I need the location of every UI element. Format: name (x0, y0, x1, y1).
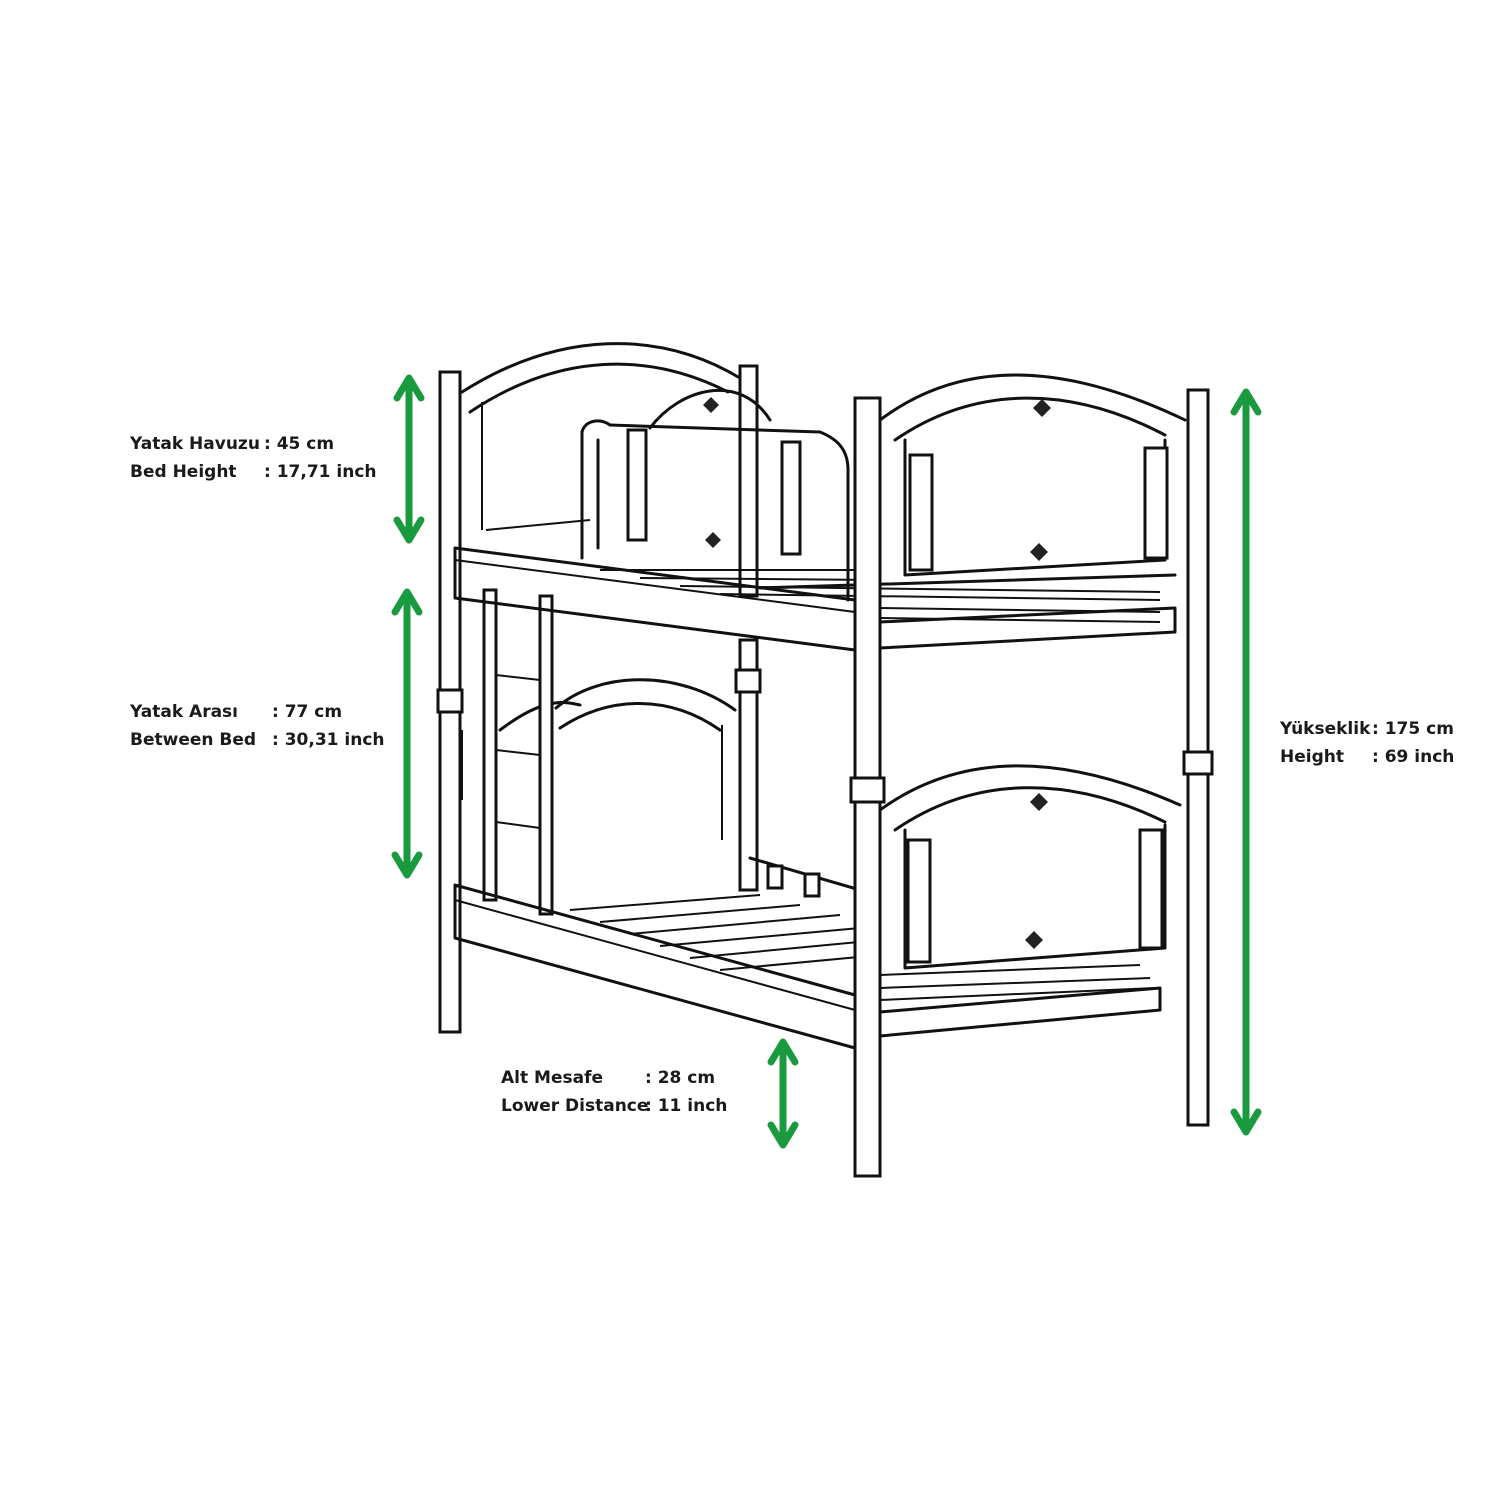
lower-end-rail (878, 986, 1162, 1038)
lower-side-rail-line (454, 899, 856, 1011)
upper-back-rail (758, 573, 1177, 590)
between-bed-en-value: : 30,31 inch (272, 730, 385, 750)
bed-height-tr-value: : 45 cm (264, 434, 335, 454)
rail-bracket (766, 864, 784, 890)
back-right-post-bottom (738, 638, 759, 892)
lower-back-arch-inner (558, 702, 722, 732)
total-height-arrow-head-bottom (1230, 1108, 1262, 1136)
upper-right-slotted-bar-right (1143, 446, 1169, 560)
bed-height-en-label: Bed Height (130, 462, 237, 482)
upper-back-arch-inner (468, 362, 730, 414)
total-height-tr-label: Yükseklik (1280, 719, 1371, 739)
between-bed-arrow-head-top (391, 588, 423, 616)
total-height-en-value: : 69 inch (1372, 747, 1455, 767)
collar (1182, 750, 1214, 776)
back-frame (436, 342, 762, 1034)
between-bed-arrow (391, 588, 423, 879)
lower-distance-en-label: Lower Distance (501, 1096, 649, 1116)
ladder-rail-left (482, 588, 498, 902)
heart-ornament-icon (1030, 543, 1048, 561)
front-posts (849, 388, 1214, 1178)
between-bed-tr-label: Yatak Arası (130, 702, 239, 722)
between-bed-arrow-head-bottom (391, 851, 423, 879)
bed-height-tr-label: Yatak Havuzu (130, 434, 260, 454)
heart-ornament-icon (703, 397, 719, 413)
upper-front-slotted-bar-left (626, 428, 648, 542)
total-height-arrow-head-top (1230, 388, 1262, 416)
between-bed-en-label: Between Bed (130, 730, 257, 750)
bed-height-label: Yatak Havuzu: 45 cm Bed Height : 17,71 in… (130, 430, 377, 486)
upper-front-slotted-bar-right (780, 440, 802, 556)
guard-rail-top (608, 423, 850, 602)
ladder-rail-right (538, 594, 554, 916)
dimension-arrows (391, 374, 1262, 1149)
total-height-arrow (1230, 388, 1262, 1136)
total-height-tr-value: : 175 cm (1372, 719, 1454, 739)
between-bed-label: Yatak Arası : 77 cm Between Bed : 30,31 in… (130, 698, 385, 754)
upper-end-rail (878, 606, 1177, 650)
collar (849, 776, 886, 804)
between-bed-tr-value: : 77 cm (272, 702, 343, 722)
upper-side-rail-front (453, 546, 857, 652)
upper-bed-deck (453, 373, 1187, 652)
lower-distance-arrow-head-top (767, 1038, 799, 1066)
upper-side-rail-line (454, 559, 856, 613)
upper-right-arch-outer (878, 373, 1187, 422)
heart-ornament-icon (1030, 793, 1048, 811)
guard-rail-curve (580, 419, 612, 434)
collar (436, 688, 464, 714)
lower-back-arch-outer (554, 678, 737, 712)
upper-front-arch (648, 389, 772, 430)
upper-right-arch-inner (893, 396, 1167, 442)
collar (734, 668, 762, 694)
total-height-label: Yükseklik: 175 cm Height : 69 inch (1280, 715, 1454, 771)
lower-bed-deck (453, 764, 1182, 1050)
lower-distance-tr-label: Alt Mesafe (501, 1068, 603, 1088)
heart-ornament-icon (705, 532, 721, 548)
lower-right-slotted-bar-right (1138, 828, 1164, 950)
lower-distance-arrow-head-bottom (767, 1121, 799, 1149)
lower-distance-arrow (767, 1038, 799, 1149)
back-right-post-top (738, 364, 759, 598)
ladder-rungs (495, 674, 541, 829)
lower-right-panel (903, 823, 1167, 970)
heart-ornament-icon (1033, 399, 1051, 417)
upper-slats (600, 569, 1161, 623)
bed-height-arrow (393, 374, 425, 544)
bed-height-arrow-head-bottom (393, 516, 425, 544)
bed-height-en-value: : 17,71 inch (264, 462, 377, 482)
lower-distance-label: Alt Mesafe : 28 cm Lower Distance: 11 inc… (501, 1064, 727, 1120)
ladder (482, 588, 554, 916)
lower-distance-en-value: : 11 inch (645, 1096, 728, 1116)
heart-ornament-icon (1025, 931, 1043, 949)
total-height-en-label: Height (1280, 747, 1344, 767)
lower-right-slotted-bar-left (906, 838, 932, 964)
rail-bracket (803, 872, 821, 898)
lower-distance-tr-value: : 28 cm (645, 1068, 716, 1088)
lower-slats (569, 894, 1156, 1001)
upper-back-arch-outer (460, 342, 742, 394)
bed-height-arrow-head-top (393, 374, 425, 402)
upper-back-panel-bottom (485, 519, 591, 531)
lower-right-arch-outer (878, 764, 1182, 812)
upper-right-slotted-bar-left (908, 453, 934, 572)
lower-side-rail-front (453, 883, 857, 1050)
lower-right-arch-inner (893, 786, 1167, 832)
